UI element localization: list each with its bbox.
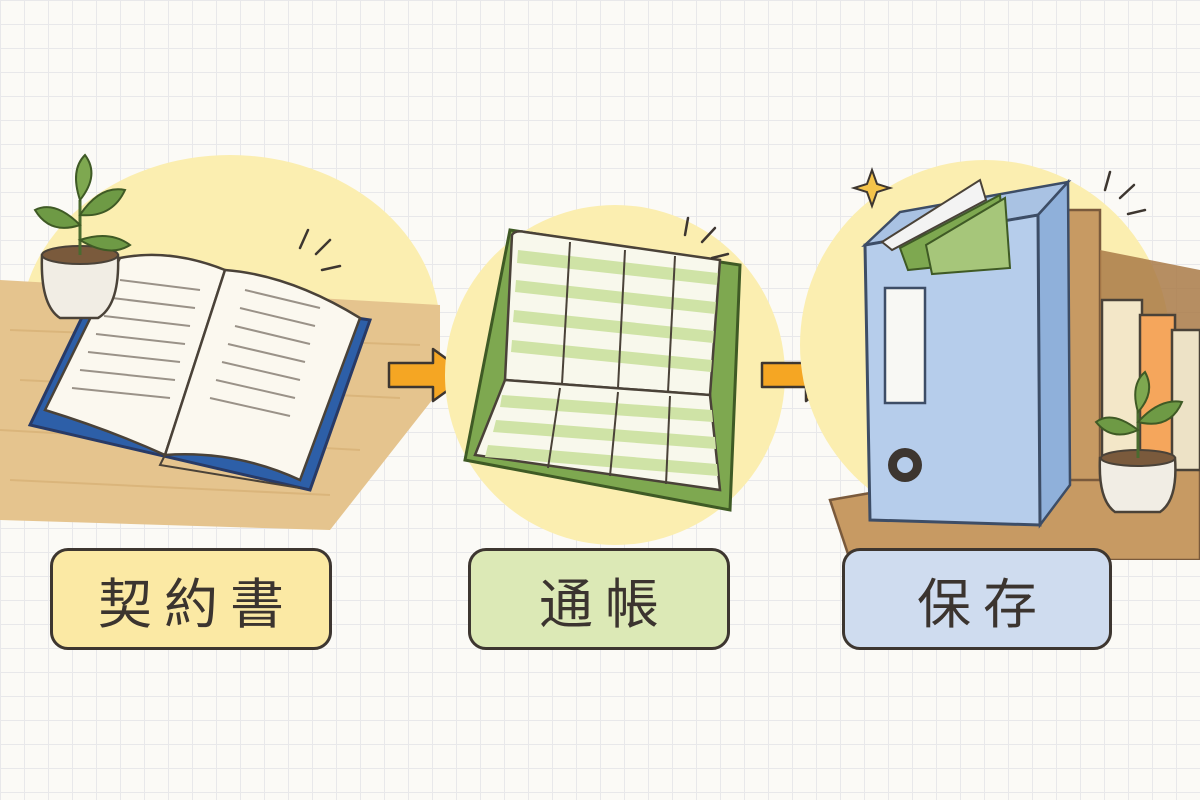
- label-storage: 保存: [842, 548, 1112, 650]
- binder-storage-illustration: [800, 160, 1200, 560]
- sparkle-lines: [298, 228, 342, 272]
- bankbook-icon: [463, 228, 742, 512]
- plant-icon: [33, 153, 132, 320]
- open-book-icon: [27, 253, 373, 492]
- plant-icon: [1094, 370, 1184, 514]
- sparkle-lines: [1103, 170, 1147, 216]
- bankbook-illustration: [445, 205, 785, 545]
- contract-book-illustration: [0, 153, 440, 530]
- sparkle-icon: [850, 167, 894, 209]
- binder-file-icon: [861, 178, 1072, 529]
- label-bankbook: 通帳: [468, 548, 730, 650]
- label-contract: 契約書: [50, 548, 332, 650]
- sparkle-lines: [683, 216, 730, 260]
